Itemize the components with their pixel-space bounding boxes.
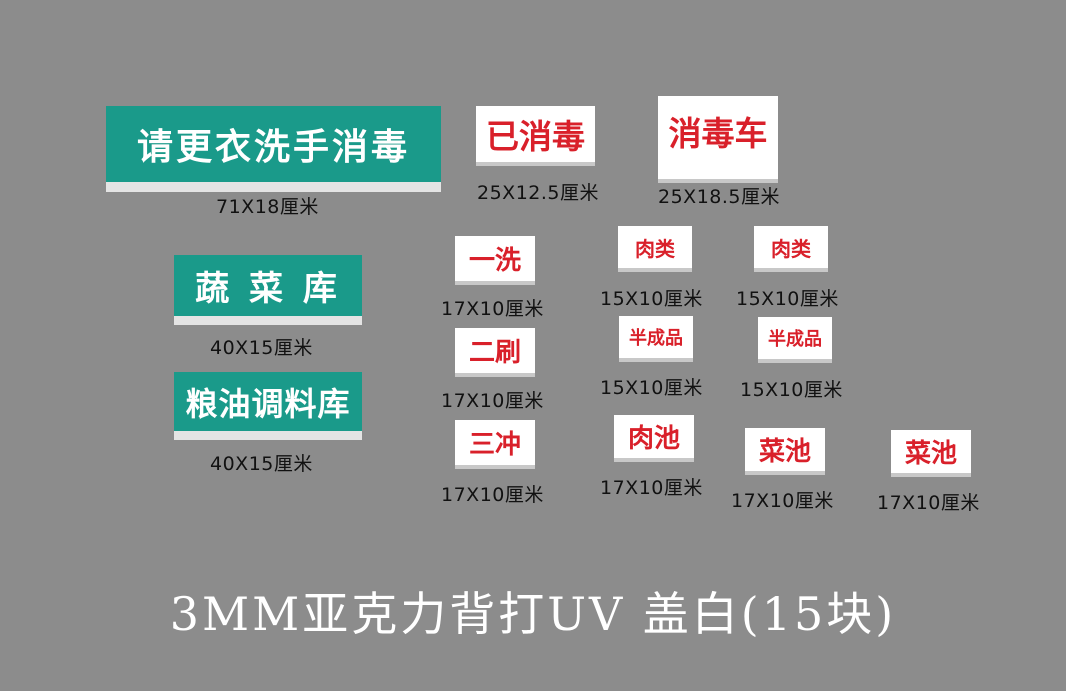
- sign-plate: 消毒车: [658, 96, 778, 179]
- sign-plate: 一洗: [455, 236, 535, 281]
- sign-shade: [745, 471, 825, 475]
- size-label: 17X10厘米: [731, 490, 834, 512]
- sign-plate: 肉类: [754, 226, 828, 268]
- sign-meat-1: 肉类: [618, 226, 692, 272]
- sign-rinse: 三冲: [455, 420, 535, 469]
- sign-shade: [614, 458, 694, 462]
- sign-shade: [619, 358, 693, 362]
- size-label: 40X15厘米: [210, 337, 313, 359]
- sign-plate: 蔬 菜 库: [174, 255, 362, 316]
- sign-scrub: 二刷: [455, 328, 535, 377]
- size-label: 71X18厘米: [216, 196, 319, 218]
- sign-vegetable-sink-1: 菜池: [745, 428, 825, 475]
- sign-plate: 菜池: [891, 430, 971, 473]
- size-label: 15X10厘米: [740, 379, 843, 401]
- sign-plate: 已消毒: [476, 106, 595, 162]
- sign-strip: [174, 316, 362, 325]
- sign-plate: 半成品: [758, 317, 832, 359]
- sign-disinfection-cart: 消毒车: [658, 96, 778, 183]
- size-label: 17X10厘米: [877, 492, 980, 514]
- sign-shade: [754, 268, 828, 272]
- sign-wash: 一洗: [455, 236, 535, 285]
- sign-shade: [476, 162, 595, 166]
- sign-plate: 请更衣洗手消毒: [106, 106, 441, 182]
- sign-plate: 二刷: [455, 328, 535, 373]
- size-label: 17X10厘米: [441, 298, 544, 320]
- sign-grain-oil-storage: 粮油调料库: [174, 372, 362, 440]
- sign-plate: 三冲: [455, 420, 535, 465]
- sign-shade: [618, 268, 692, 272]
- sign-strip: [174, 431, 362, 440]
- size-label: 25X12.5厘米: [477, 182, 599, 204]
- sign-shade: [455, 281, 535, 285]
- sign-plate: 肉类: [618, 226, 692, 268]
- sign-vegetable-storage: 蔬 菜 库: [174, 255, 362, 325]
- sign-shade: [455, 465, 535, 469]
- sign-semi-finished-2: 半成品: [758, 317, 832, 363]
- sign-change-clothes-wash-hands: 请更衣洗手消毒: [106, 106, 441, 192]
- size-label: 25X18.5厘米: [658, 186, 780, 208]
- sign-disinfected: 已消毒: [476, 106, 595, 166]
- sign-meat-2: 肉类: [754, 226, 828, 272]
- sign-plate: 半成品: [619, 316, 693, 358]
- sign-shade: [891, 473, 971, 477]
- size-label: 17X10厘米: [441, 390, 544, 412]
- sign-meat-sink: 肉池: [614, 415, 694, 462]
- size-label: 15X10厘米: [600, 377, 703, 399]
- size-label: 15X10厘米: [736, 288, 839, 310]
- size-label: 17X10厘米: [600, 477, 703, 499]
- sign-plate: 粮油调料库: [174, 372, 362, 431]
- sign-plate: 肉池: [614, 415, 694, 458]
- sign-vegetable-sink-2: 菜池: [891, 430, 971, 477]
- footer-caption: 3MM亚克力背打UV 盖白(15块): [169, 587, 897, 641]
- sign-shade: [455, 373, 535, 377]
- sign-semi-finished-1: 半成品: [619, 316, 693, 362]
- sign-shade: [758, 359, 832, 363]
- sign-plate: 菜池: [745, 428, 825, 471]
- size-label: 15X10厘米: [600, 288, 703, 310]
- size-label: 40X15厘米: [210, 453, 313, 475]
- size-label: 17X10厘米: [441, 484, 544, 506]
- sign-shade: [658, 179, 778, 183]
- sign-strip: [106, 182, 441, 192]
